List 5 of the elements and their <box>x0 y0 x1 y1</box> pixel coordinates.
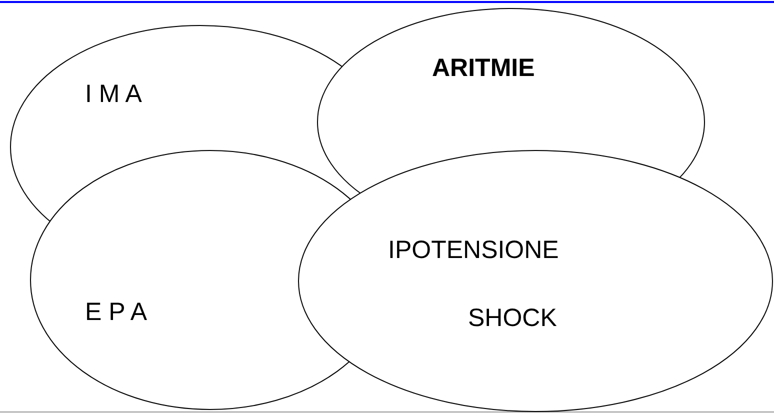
ellipse-label: E P A <box>85 300 148 325</box>
ellipse-label: IPOTENSIONE <box>388 238 559 263</box>
ellipse-label: ARITMIE <box>432 56 535 81</box>
ellipse-label: SHOCK <box>468 306 557 331</box>
ellipse-label: I M A <box>85 82 142 107</box>
